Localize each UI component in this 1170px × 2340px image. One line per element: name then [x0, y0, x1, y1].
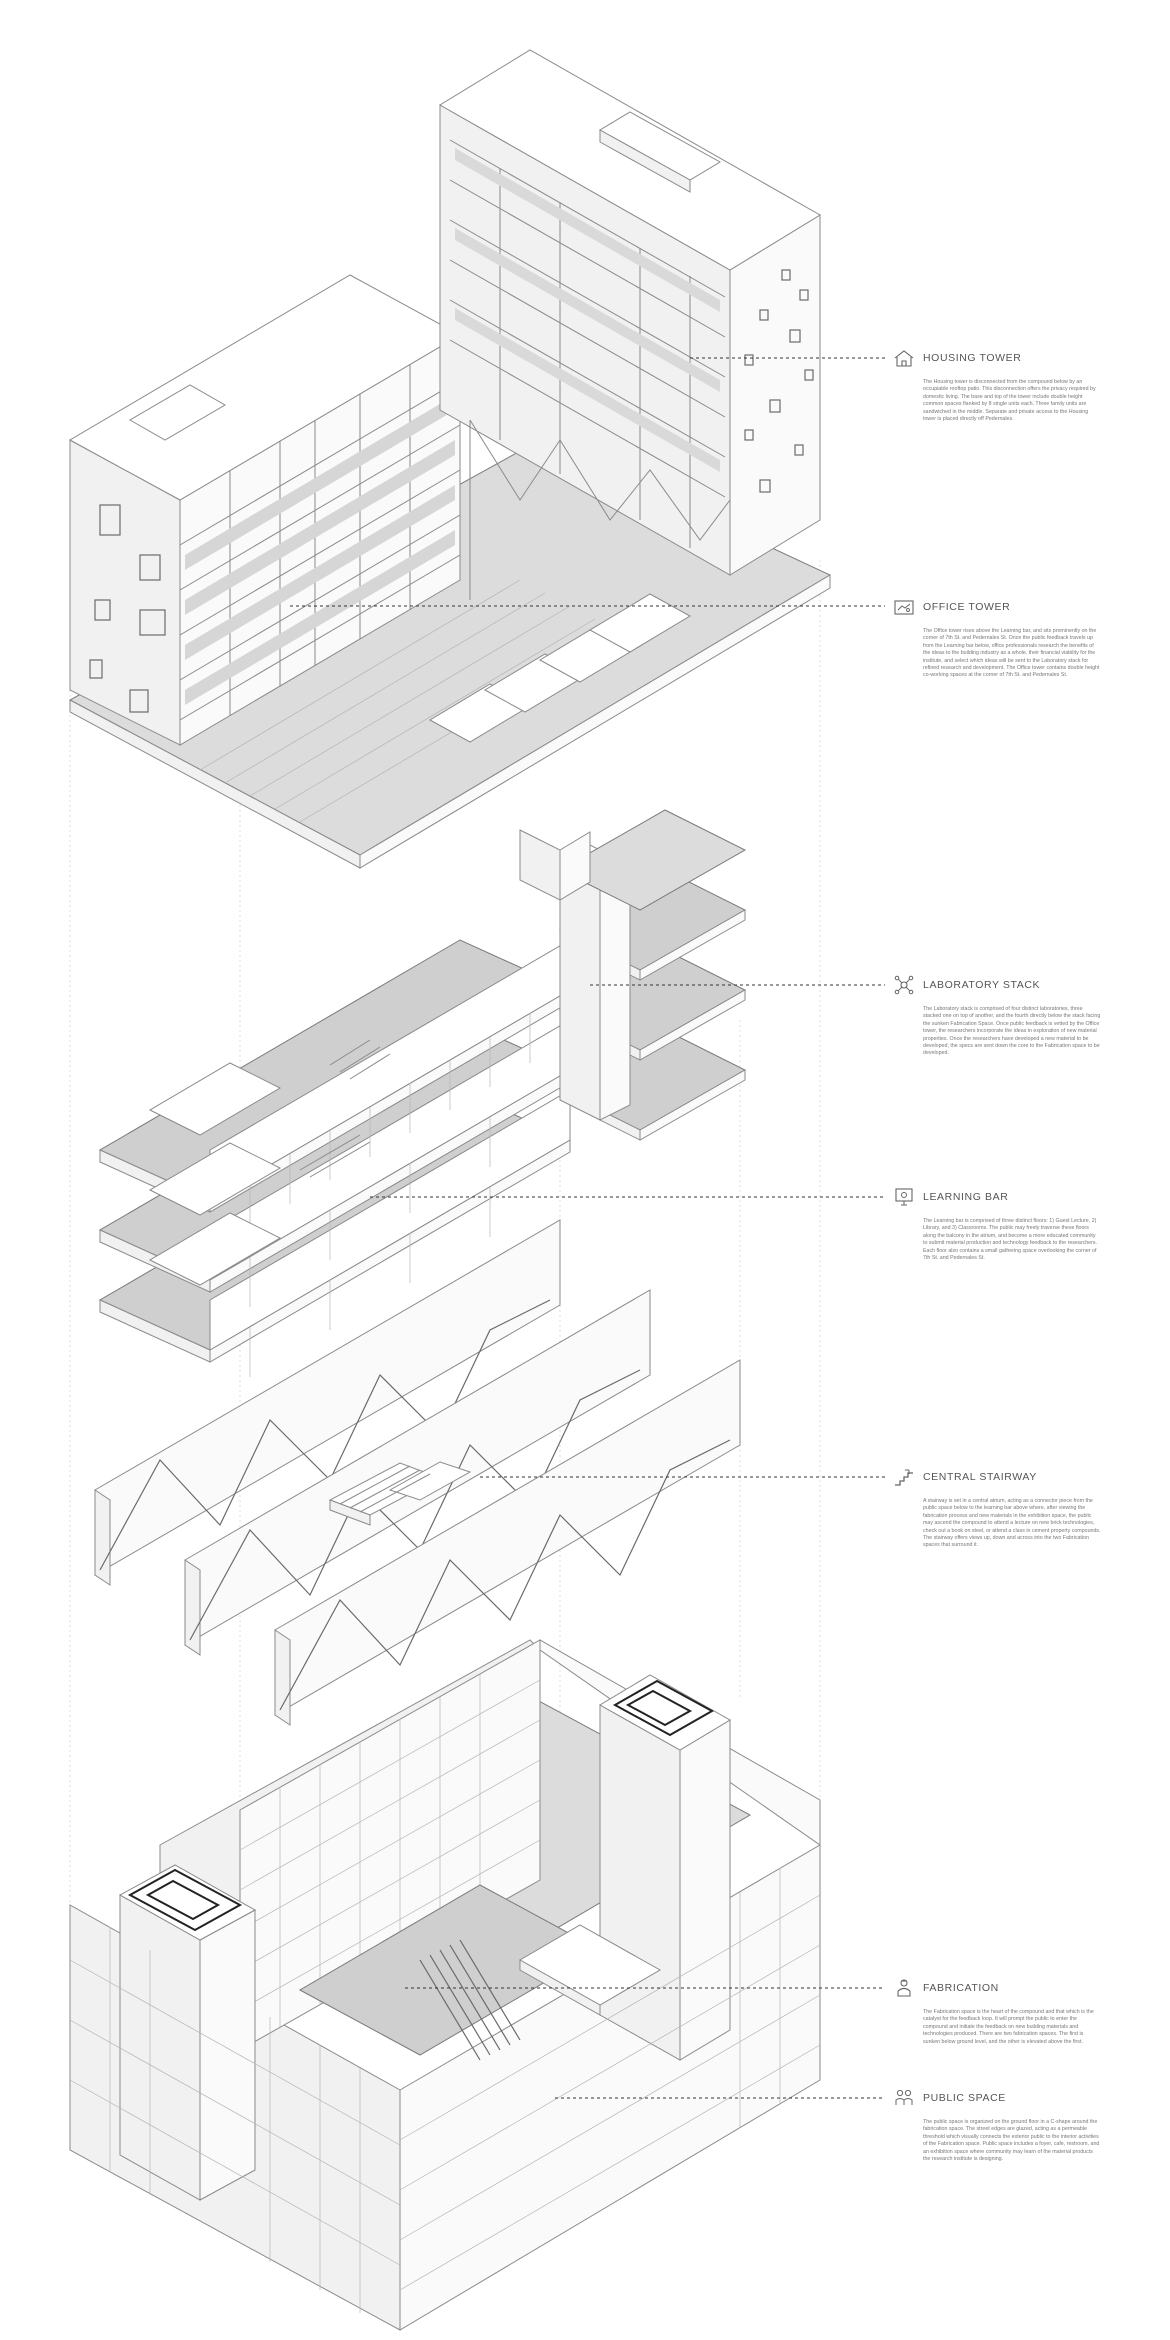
stairway-truss-model	[94, 1219, 741, 1726]
annotation-central-stairway: CENTRAL STAIRWAY A stairway is set in a …	[893, 1466, 1103, 1550]
annotation-title: LEARNING BAR	[923, 1191, 1009, 1203]
annotation-title: FABRICATION	[923, 1982, 999, 1994]
annotation-fabrication: FABRICATION The Fabrication space is the…	[893, 1977, 1103, 2046]
annotation-learning-bar: LEARNING BAR The Learning bar is compris…	[893, 1186, 1103, 1262]
top-building-model	[68, 49, 832, 869]
annotation-public-space: PUBLIC SPACE The public space is organiz…	[893, 2087, 1103, 2163]
annotation-office-tower: OFFICE TOWER The Office tower rises abov…	[893, 596, 1103, 680]
bottom-building-model	[69, 1639, 821, 2331]
people-icon	[893, 2088, 915, 2108]
central-stair	[328, 1461, 472, 1526]
worker-icon	[893, 1978, 915, 1998]
annotation-title: OFFICE TOWER	[923, 601, 1011, 613]
monitor-icon	[893, 1187, 915, 1207]
annotation-text: The Laboratory stack is comprised of fou…	[923, 1006, 1101, 1057]
annotation-title: CENTRAL STAIRWAY	[923, 1471, 1037, 1483]
stair-icon	[893, 1467, 915, 1487]
office-icon	[893, 597, 915, 617]
laboratory-floors	[519, 809, 747, 1141]
annotation-text: The Office tower rises above the Learnin…	[923, 628, 1100, 679]
molecule-icon	[893, 975, 915, 995]
house-icon	[893, 348, 915, 368]
annotation-title: LABORATORY STACK	[923, 979, 1041, 991]
annotation-text: The Learning bar is comprised of three d…	[923, 1218, 1098, 1262]
annotation-text: The Housing tower is disconnected from t…	[923, 379, 1096, 423]
leader-lines	[290, 357, 885, 2099]
annotation-text: The Fabrication space is the heart of th…	[923, 2009, 1094, 2045]
annotation-text: The public space is organized on the gro…	[923, 2119, 1100, 2163]
annotation-laboratory-stack: LABORATORY STACK The Laboratory stack is…	[893, 974, 1103, 1058]
annotation-text: A stairway is set in a central atrium, a…	[923, 1498, 1101, 1549]
annotation-title: HOUSING TOWER	[923, 352, 1022, 364]
learning-floor-1	[98, 939, 572, 1213]
learning-laboratory-model	[98, 809, 747, 1377]
annotation-title: PUBLIC SPACE	[923, 2092, 1006, 2104]
annotation-housing-tower: HOUSING TOWER The Housing tower is disco…	[893, 347, 1103, 423]
